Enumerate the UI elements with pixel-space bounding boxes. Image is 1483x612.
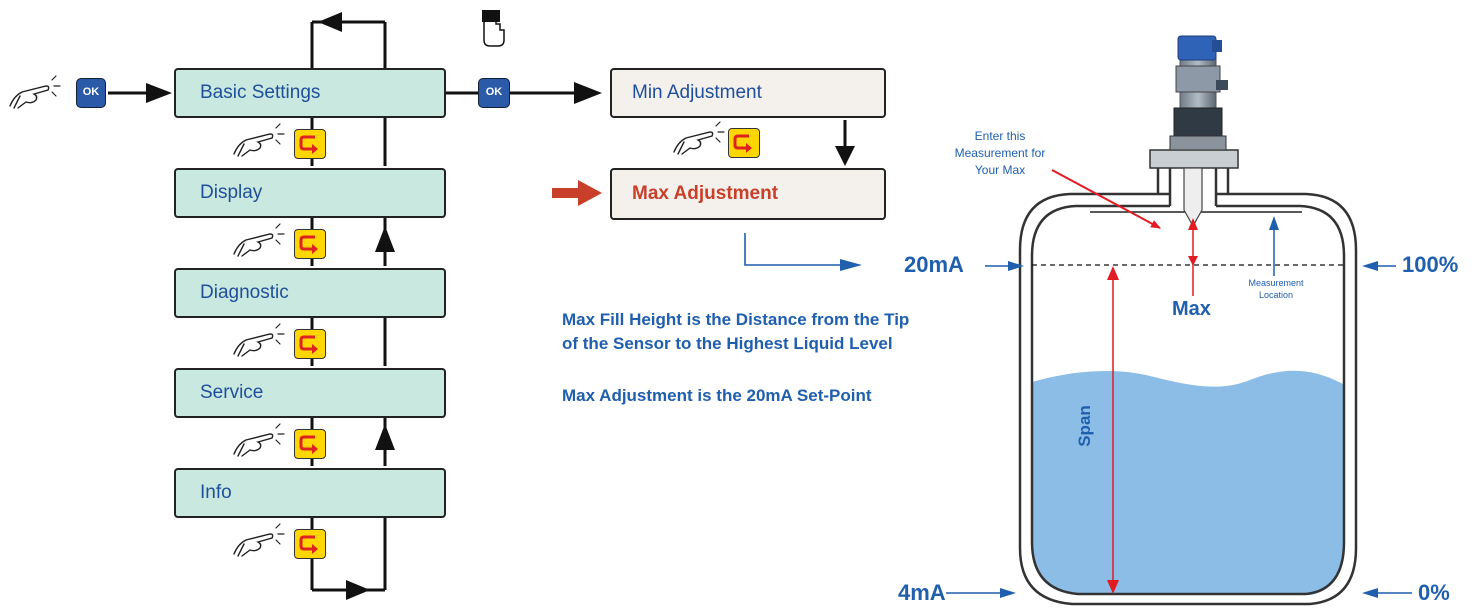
menu-loop-lines bbox=[108, 12, 602, 600]
hand-icon bbox=[233, 223, 285, 257]
menu-item-label: Info bbox=[200, 482, 232, 503]
to-submenu-arrow bbox=[574, 82, 602, 104]
selection-arrow bbox=[552, 180, 602, 206]
current-top-label: 20mA bbox=[904, 252, 964, 277]
callout-line: Measurement for bbox=[954, 146, 1046, 160]
back-button[interactable] bbox=[294, 529, 326, 559]
menu-item-label: Diagnostic bbox=[200, 282, 289, 303]
menu-item-label: Display bbox=[200, 182, 263, 203]
back-button[interactable] bbox=[294, 429, 326, 459]
hand-icon bbox=[9, 75, 61, 109]
max-label: Max bbox=[1172, 298, 1211, 320]
up-arrow bbox=[375, 226, 395, 252]
back-button[interactable] bbox=[728, 128, 760, 158]
connector-to-20mA bbox=[744, 233, 862, 271]
ok-button[interactable]: OK bbox=[76, 78, 106, 108]
return-arrow-icon bbox=[299, 235, 318, 254]
return-arrow-icon bbox=[733, 134, 752, 153]
tank bbox=[1018, 149, 1358, 606]
tank-inner-wall bbox=[1030, 204, 1346, 596]
side-arrows bbox=[946, 261, 1412, 598]
note-line: Max Fill Height is the Distance from the… bbox=[562, 310, 910, 329]
hand-press-icons bbox=[9, 75, 725, 557]
return-arrow-icon bbox=[299, 335, 318, 354]
ok-button-label: OK bbox=[485, 86, 503, 98]
hand-icon bbox=[673, 121, 725, 155]
menu-item-service[interactable]: Service bbox=[174, 368, 446, 418]
menu-item-info[interactable]: Info bbox=[174, 468, 446, 518]
measurement-location-arrow bbox=[1269, 216, 1279, 276]
max-distance-arrow bbox=[1188, 218, 1198, 296]
return-arrow-icon bbox=[299, 435, 318, 454]
hand-icon bbox=[233, 523, 285, 557]
submenu-max-adjustment[interactable]: Max Adjustment bbox=[610, 168, 886, 220]
submenu-label: Max Adjustment bbox=[632, 183, 779, 204]
note-line: Max Adjustment is the 20mA Set-Point bbox=[562, 386, 872, 405]
return-arrow-icon bbox=[299, 535, 318, 554]
finger-press-icon bbox=[482, 10, 505, 47]
submenu-down-arrow bbox=[835, 120, 855, 166]
radar-sensor-icon bbox=[1169, 35, 1228, 228]
up-arrow bbox=[375, 424, 395, 450]
current-bottom-label: 4mA bbox=[898, 580, 946, 605]
menu-item-label: Service bbox=[200, 382, 264, 403]
ok-button[interactable]: OK bbox=[478, 78, 510, 108]
hand-icon bbox=[233, 423, 285, 457]
note-line: of the Sensor to the Highest Liquid Leve… bbox=[562, 334, 893, 353]
menu-item-label: Basic Settings bbox=[200, 82, 321, 103]
span-label: Span bbox=[1074, 405, 1094, 447]
bottom-loop-arrow bbox=[346, 580, 370, 600]
percent-top-label: 100% bbox=[1402, 252, 1459, 277]
callout-arrow bbox=[1051, 169, 1161, 229]
span-arrow bbox=[1107, 266, 1119, 594]
hand-icon bbox=[233, 123, 285, 157]
hand-icon bbox=[233, 323, 285, 357]
callout-text: Enter this Measurement for Your Max bbox=[950, 128, 1050, 179]
entry-arrow bbox=[146, 83, 172, 103]
measurement-location-line: Measurement bbox=[1248, 278, 1304, 288]
return-arrow-icon bbox=[299, 135, 318, 154]
submenu-label: Min Adjustment bbox=[632, 82, 762, 103]
top-loop-arrow bbox=[318, 12, 342, 32]
submenu-min-adjustment[interactable]: Min Adjustment bbox=[610, 68, 886, 118]
callout-line: Your Max bbox=[974, 163, 1026, 177]
tank-outer-wall bbox=[1018, 192, 1358, 606]
measurement-location-label: Measurement Location bbox=[1236, 277, 1316, 301]
measurement-location-line: Location bbox=[1258, 290, 1294, 300]
back-button[interactable] bbox=[294, 329, 326, 359]
liquid bbox=[1032, 370, 1344, 595]
back-button[interactable] bbox=[294, 229, 326, 259]
menu-item-basic-settings[interactable]: Basic Settings bbox=[174, 68, 446, 118]
back-button[interactable] bbox=[294, 129, 326, 159]
menu-item-diagnostic[interactable]: Diagnostic bbox=[174, 268, 446, 318]
percent-bottom-label: 0% bbox=[1418, 580, 1450, 605]
callout-line: Enter this bbox=[974, 129, 1026, 143]
ok-button-label: OK bbox=[82, 86, 100, 98]
menu-item-display[interactable]: Display bbox=[174, 168, 446, 218]
